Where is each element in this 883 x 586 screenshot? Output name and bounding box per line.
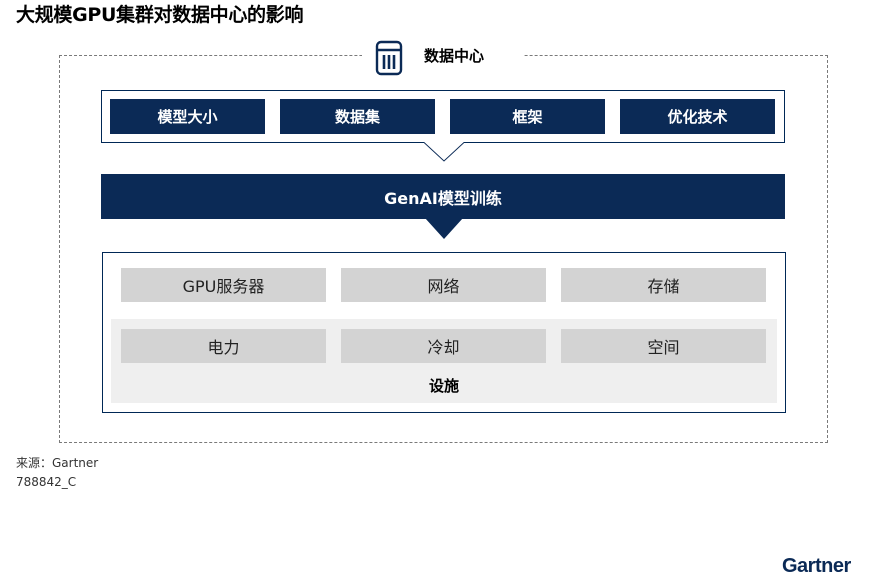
input-model-size: 模型大小 (110, 99, 265, 134)
inputs-pointer-arrow (424, 142, 464, 162)
input-framework: 框架 (450, 99, 605, 134)
document-id: 788842_C (16, 475, 77, 489)
facility-space: 空间 (561, 329, 766, 363)
data-center-label: 数据中心 (424, 47, 485, 65)
page-title: 大规模GPU集群对数据中心的影响 (16, 4, 304, 26)
facility-band: 电力 冷却 空间 设施 (111, 319, 777, 403)
facility-label: 设施 (428, 377, 459, 395)
database-icon (375, 40, 403, 76)
infra-network: 网络 (341, 268, 546, 302)
genai-training-bar: GenAI模型训练 (101, 174, 785, 219)
input-dataset: 数据集 (280, 99, 435, 134)
training-pointer-arrow (425, 218, 463, 239)
infrastructure-box: GPU服务器 网络 存储 电力 冷却 空间 设施 (102, 252, 786, 413)
training-inputs-box: 模型大小 数据集 框架 优化技术 (101, 90, 785, 143)
source-note: 来源：Gartner (16, 456, 99, 470)
infra-storage: 存储 (561, 268, 766, 302)
gartner-logo: Gartner (782, 555, 851, 577)
facility-cooling: 冷却 (341, 329, 546, 363)
infra-gpu-servers: GPU服务器 (121, 268, 326, 302)
input-optimization-techniques: 优化技术 (620, 99, 775, 134)
facility-power: 电力 (121, 329, 326, 363)
